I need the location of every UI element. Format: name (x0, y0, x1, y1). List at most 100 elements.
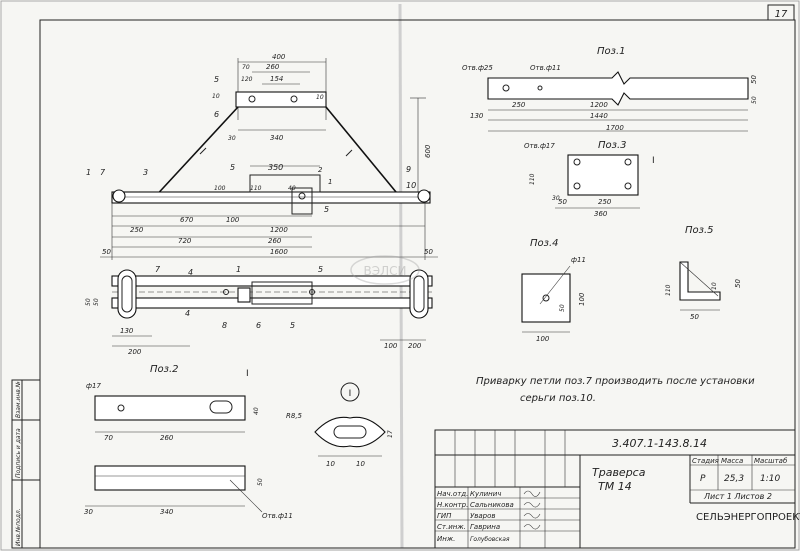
top-bracket (235, 91, 327, 108)
main-label-mid-4: 2 (318, 166, 323, 174)
pos2-title: Поз.2 (150, 364, 179, 375)
main-dim-top-3: 120 (241, 76, 253, 83)
note-line-1: Приварку петли поз.7 производить после у… (476, 376, 755, 387)
pos5-dim-2: 50 (734, 279, 742, 288)
main-label-mid-0: 5 (230, 163, 235, 172)
main-front-view: 400 70 260 120 154 10 30 340 5 6 10 600 … (86, 53, 438, 260)
strut-right (325, 106, 397, 193)
main-bottom-dim-6: 1600 (270, 248, 288, 256)
mass-value: 25,3 (724, 474, 744, 484)
pos1-bar (487, 71, 749, 106)
signature-0 (523, 490, 541, 497)
main-label-mid-1: 1 (86, 168, 91, 177)
main-label-left-0: 5 (214, 75, 219, 84)
main-label-mid-2: 7 (100, 168, 106, 177)
main-dim-top-7: 340 (270, 134, 284, 142)
main-bottom-dim-2: 1200 (270, 226, 288, 234)
pos1-hole-1: Отв.ф11 (530, 64, 561, 72)
detail-dim-2: 10 (356, 460, 365, 468)
person-2: Уваров (470, 512, 496, 520)
plan-beam-upper (111, 275, 433, 287)
plan-label-5: 8 (222, 321, 227, 330)
pos3-hole: Отв.ф17 (524, 142, 555, 150)
pos3-dim-0: 110 (529, 173, 536, 185)
plan-dim-2: 130 (120, 327, 134, 335)
pos2-hole: ф17 (86, 382, 101, 390)
detail-dim-1: 10 (326, 460, 335, 468)
detail-dim-0: 17 (387, 430, 394, 438)
pos4-dim-1: 50 (559, 304, 566, 312)
main-label-mid-dim: 350 (268, 163, 283, 172)
main-height-dim: 600 (424, 144, 432, 158)
page-number: 17 (775, 9, 788, 20)
role-0: Нач.отд. (437, 490, 468, 498)
pos3-view: Поз.3 Отв.ф17 I 110 30 50 250 360 (524, 140, 655, 218)
stage-header: Стадия (692, 457, 719, 465)
person-4: Голубовская (470, 536, 510, 543)
stage-value: Р (700, 474, 706, 484)
note-line-2: серьги поз.10. (520, 393, 596, 404)
pos4-plate (521, 273, 571, 323)
org-name: СЕЛЬЭНЕРГОПРОЕКТ (696, 512, 800, 523)
scale-header: Масштаб (754, 457, 788, 465)
frame (39, 19, 796, 549)
pos1-dim-0: 50 (750, 75, 758, 84)
pos2-view: Поз.2 ф17 I 40 70 260 50 30 340 Отв.ф11 (84, 364, 293, 520)
signature-3 (523, 524, 541, 530)
pos1-dim-4: 1440 (590, 112, 608, 120)
pos5-dim-3: 50 (690, 313, 699, 321)
detail-eye (314, 416, 386, 448)
doc-code: 3.407.1-143.8.14 (612, 437, 707, 450)
pos1-dim-2: 1200 (590, 101, 608, 109)
plan-label-1: 4 (188, 268, 193, 277)
pos3-dim-4: 360 (594, 210, 608, 218)
pos1-hole-0: Отв.ф25 (462, 64, 493, 72)
main-bottom-dim-7: 50 (102, 248, 111, 256)
pos4-view: Поз.4 ф11 50 100 100 (521, 238, 586, 343)
pos4-title: Поз.4 (530, 238, 559, 249)
side-stamp-0: Инв.№подл. (15, 508, 22, 546)
pos3-dim-1: 30 (552, 195, 560, 202)
watermark: ВЭЛСИ (350, 255, 420, 285)
side-stamp-2: Взам.инв.№ (15, 381, 22, 418)
pos4-dim-2: 100 (536, 335, 550, 343)
plan-view: 7 4 1 5 4 8 6 5 50 50 130 200 100 200 (85, 265, 433, 356)
pos2-hole2: Отв.ф11 (262, 512, 293, 520)
role-1: Н.контр. (437, 501, 468, 509)
side-stamp: Инв.№подл. Подпись и дата Взам.инв.№ (11, 379, 41, 549)
plan-label-4: 4 (185, 309, 190, 318)
pos2-dim-1: 70 (104, 434, 113, 442)
main-label-mid-5: 1 (328, 178, 332, 186)
main-small-dim-1: 110 (250, 185, 262, 192)
pos1-dim-3: 130 (470, 112, 484, 120)
detail-mark: I (349, 389, 352, 399)
role-4: Инж. (437, 535, 455, 543)
main-label-mid-8: 5 (324, 205, 329, 214)
pos4-dim-0: 100 (578, 292, 586, 306)
pos1-dim-5: 1700 (606, 124, 624, 132)
main-small-dim-0: 100 (214, 185, 226, 192)
pos2-dim-0: 40 (253, 407, 260, 415)
detail-radius: R8,5 (286, 412, 303, 420)
plan-dim-4: 100 (384, 342, 398, 350)
pos3-mark: I (652, 156, 655, 166)
drawing-name-1: Траверса (592, 466, 646, 479)
pos5-view: Поз.5 110 10 50 50 (665, 225, 742, 321)
detail-i-view: I R8,5 17 10 10 (286, 382, 394, 468)
signature-1 (523, 502, 541, 508)
plan-label-6: 6 (256, 321, 261, 330)
main-bottom-dim-1: 100 (226, 216, 240, 224)
title-block: 3.407.1-143.8.14 Траверса ТМ 14 Стадия М… (434, 429, 800, 549)
main-label-left-2: 10 (212, 93, 220, 100)
pos1-title: Поз.1 (597, 46, 626, 57)
pos1-dim-6: 50 (751, 96, 758, 104)
pos2-mark: I (246, 369, 249, 379)
plan-dim-5: 200 (408, 342, 422, 350)
drawing-name-2: ТМ 14 (598, 480, 632, 493)
pos2-bar-top (94, 395, 246, 421)
pos1-dim-1: 250 (512, 101, 526, 109)
main-label-mid-7: 10 (406, 181, 416, 190)
main-bottom-dim-8: 50 (424, 248, 433, 256)
pos1-view: Поз.1 Отв.ф25 Отв.ф11 50 250 1200 130 14… (462, 46, 758, 132)
